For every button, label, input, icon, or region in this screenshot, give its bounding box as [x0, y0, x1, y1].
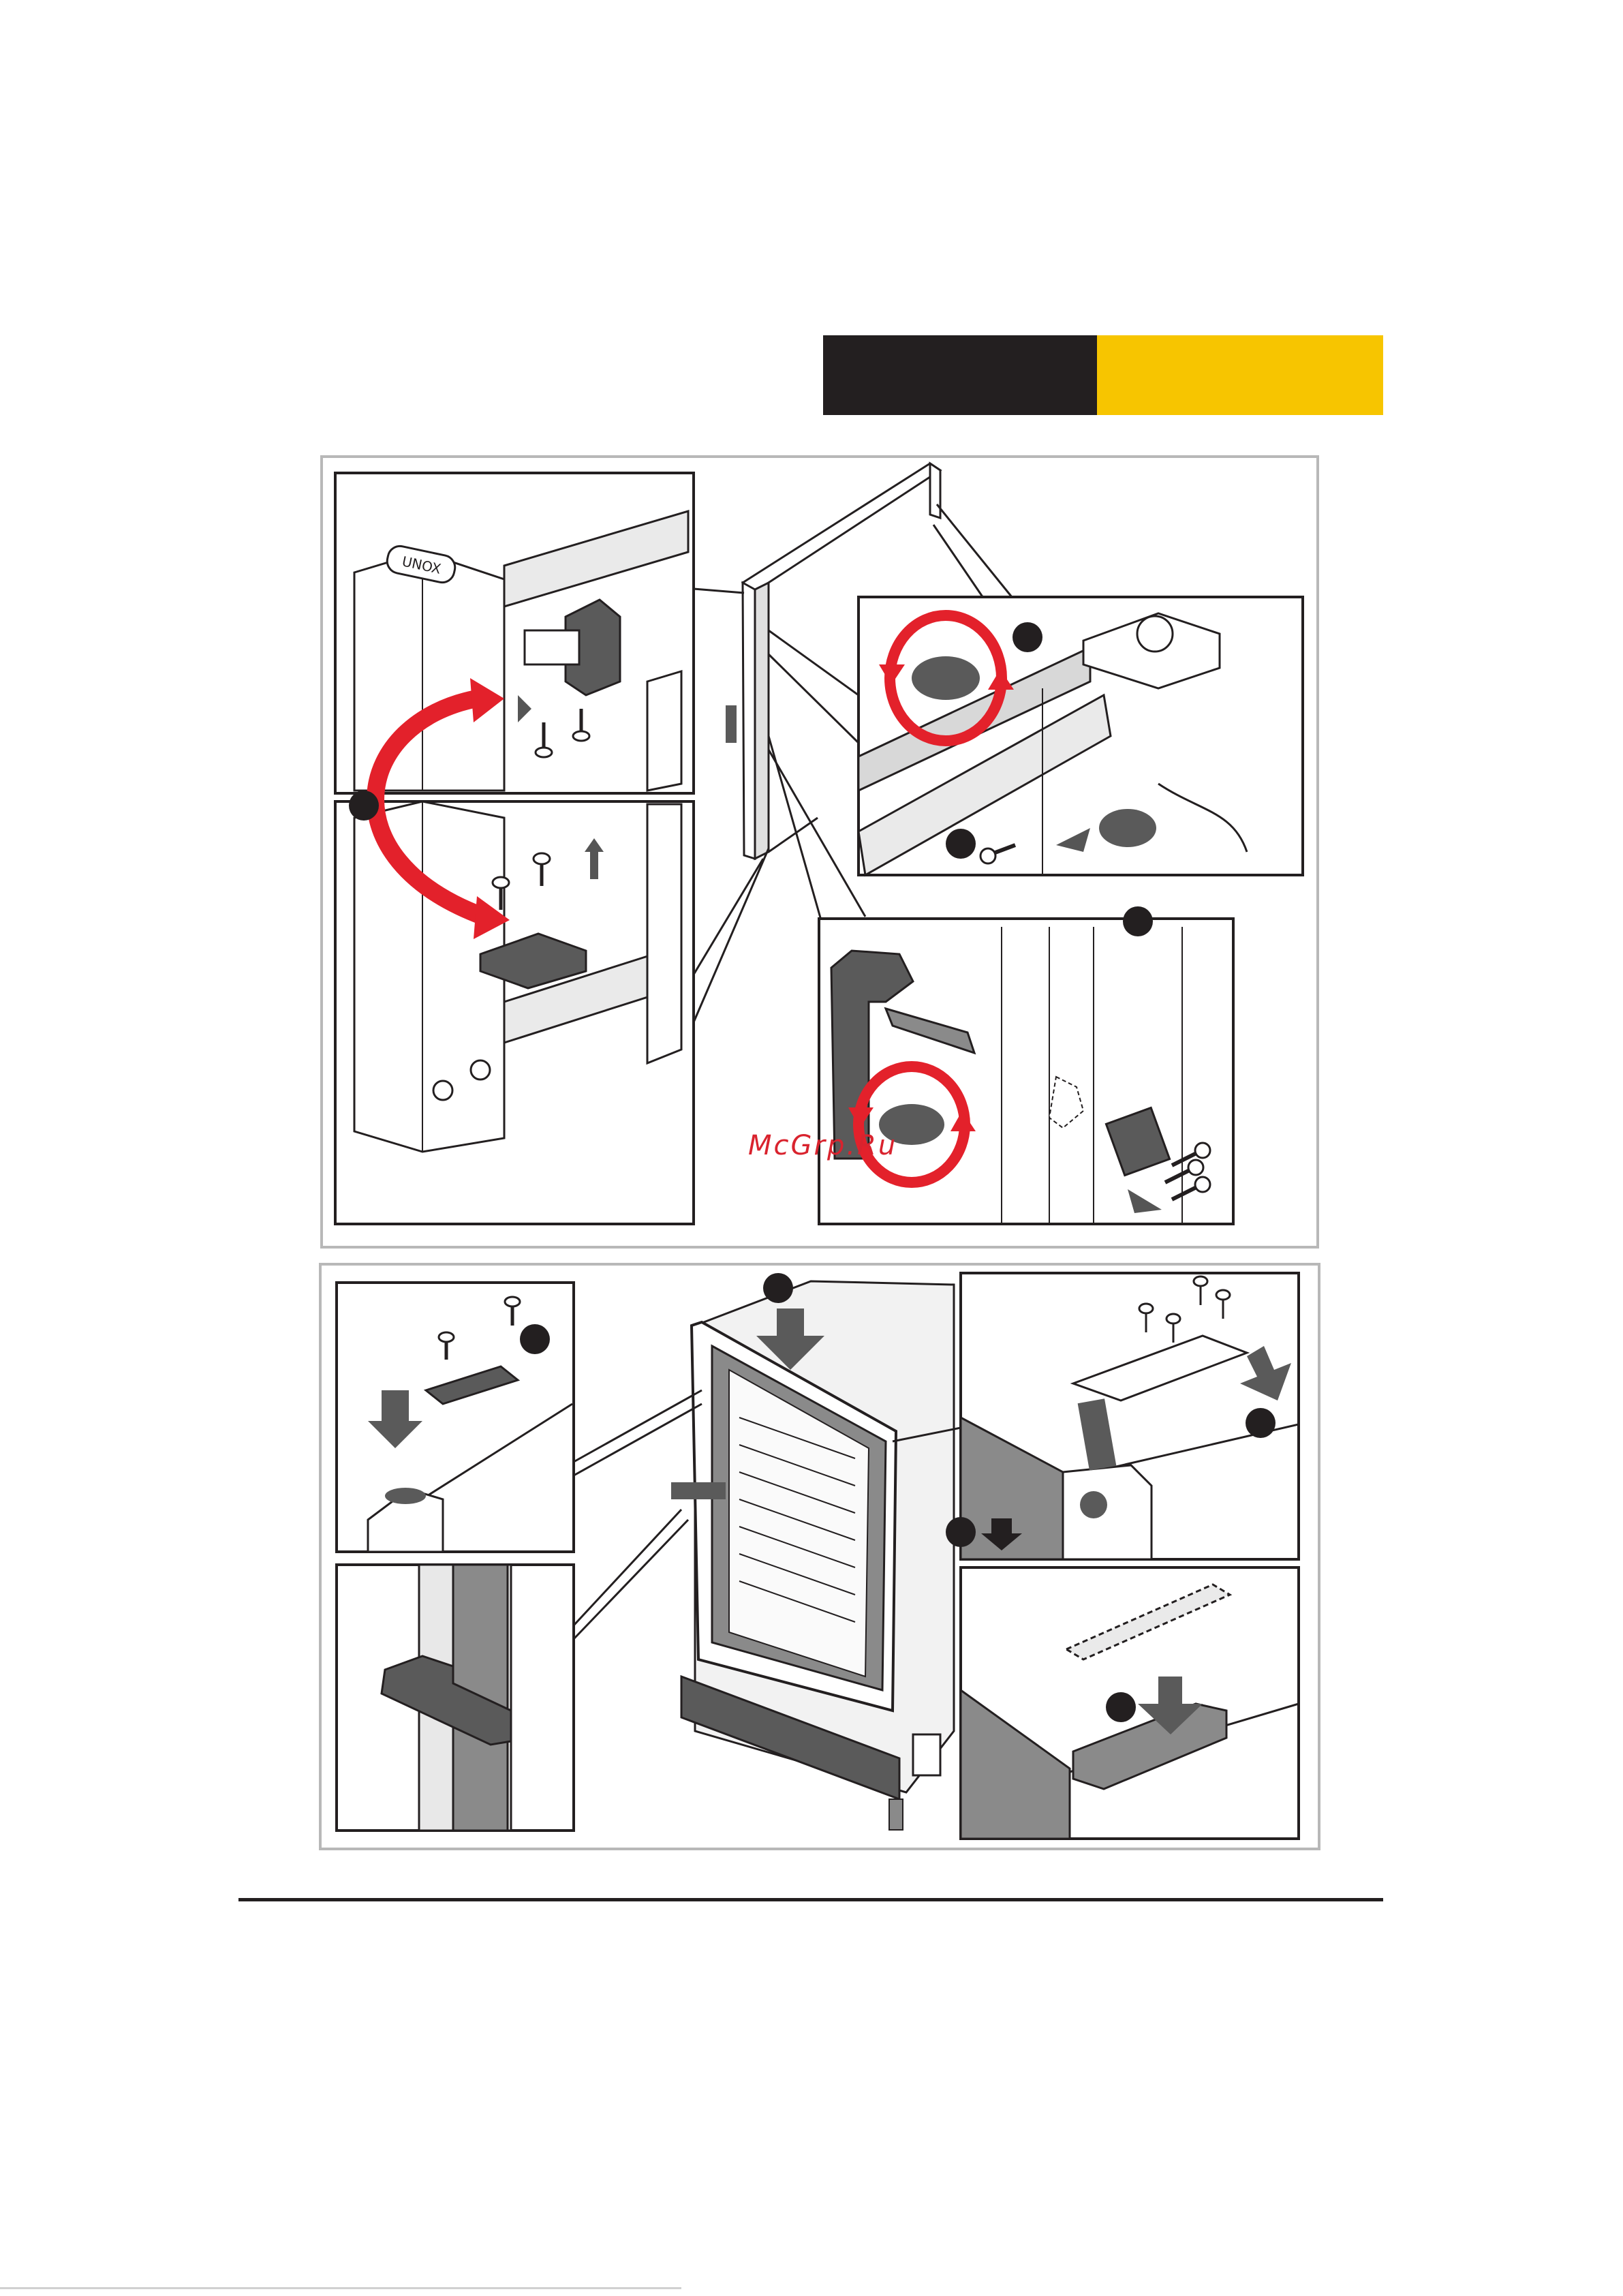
detail-panel-bracket-rotate	[859, 597, 1303, 875]
page-bottom-line	[0, 2287, 681, 2289]
callout-dot-icon	[1123, 906, 1153, 936]
detail-panel-hinge-bottom	[335, 801, 694, 1224]
callout-dot-icon	[1106, 1692, 1136, 1722]
footer-rule	[238, 1898, 1383, 1901]
callout-dot-icon	[1246, 1408, 1276, 1438]
detail-panel-handle	[337, 1565, 574, 1831]
watermark-text: McGrp.Ru	[748, 1130, 897, 1161]
detail-panel-handle-mount	[819, 906, 1233, 1224]
callout-dot-icon	[946, 1517, 976, 1547]
callout-dot-icon	[946, 829, 976, 859]
callout-dot-icon	[763, 1273, 793, 1303]
detail-panel-top-plate	[337, 1283, 574, 1552]
callout-dot-icon	[1013, 622, 1042, 652]
callout-dot-icon	[520, 1324, 550, 1354]
detail-panel-top-bracket	[946, 1273, 1299, 1559]
oven-drawing	[574, 1273, 961, 1830]
callout-dot-icon	[349, 791, 379, 821]
detail-panel-top-cover	[961, 1567, 1299, 1839]
